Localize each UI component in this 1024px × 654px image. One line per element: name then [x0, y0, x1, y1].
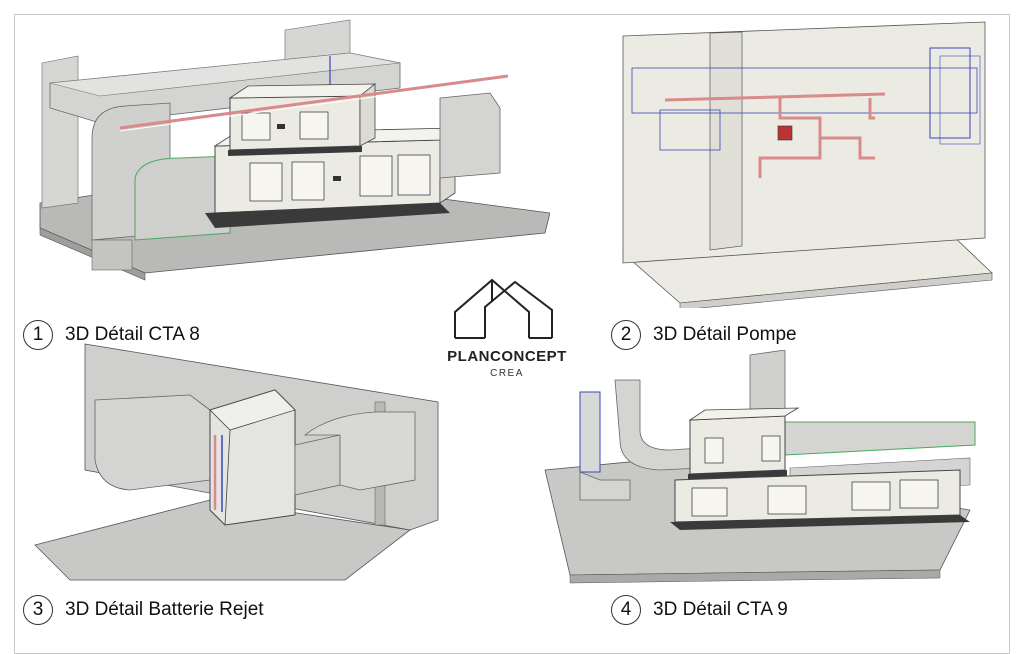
house-outline-icon	[454, 278, 553, 339]
view-4-drawing	[544, 350, 976, 584]
brand-name: PLANCONCEPT	[447, 348, 567, 365]
brand-subtitle: CREA	[490, 368, 524, 379]
caption-view-2: 2 3D Détail Pompe	[611, 320, 797, 350]
view-2-drawing	[622, 21, 993, 308]
view-1-cta-8[interactable]	[30, 18, 550, 283]
brand-logo: PLANCONCEPT CREA	[437, 272, 577, 392]
caption-view-3: 3 3D Détail Batterie Rejet	[23, 595, 264, 625]
view-title-3: 3D Détail Batterie Rejet	[65, 599, 264, 620]
view-2-pompe[interactable]	[620, 18, 995, 308]
view-3-batterie-rejet[interactable]	[30, 340, 440, 585]
view-number-1: 1	[23, 320, 53, 350]
view-number-4: 4	[611, 595, 641, 625]
view-number-3: 3	[23, 595, 53, 625]
view-title-1: 3D Détail CTA 8	[65, 324, 200, 345]
view-4-cta-9[interactable]	[540, 350, 980, 585]
view-3-drawing	[34, 343, 439, 581]
view-title-2: 3D Détail Pompe	[653, 324, 797, 345]
view-title-4: 3D Détail CTA 9	[653, 599, 788, 620]
view-1-drawing	[39, 19, 550, 281]
caption-view-4: 4 3D Détail CTA 9	[611, 595, 788, 625]
view-number-2: 2	[611, 320, 641, 350]
caption-view-1: 1 3D Détail CTA 8	[23, 320, 200, 350]
